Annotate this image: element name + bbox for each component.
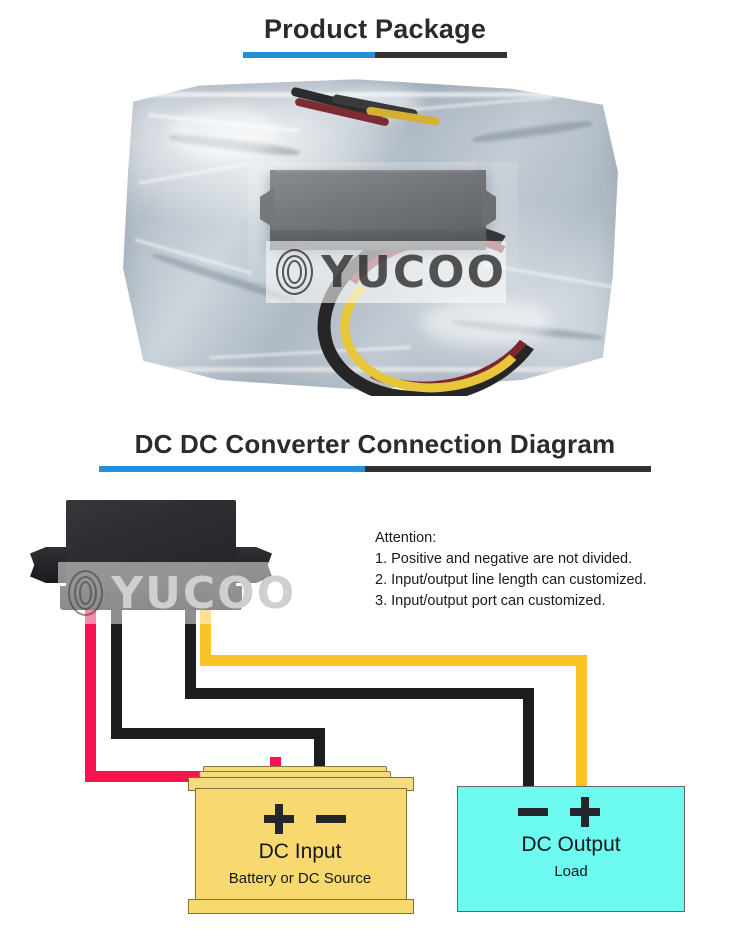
underline-dark-segment: [375, 52, 507, 58]
wire-input-negative-seg3: [314, 728, 325, 782]
attention-item-2: 2. Input/output line length can customiz…: [375, 572, 647, 588]
wire-output-positive-seg3: [576, 655, 587, 792]
heading-underline: [243, 52, 507, 58]
wire-input-negative-seg2: [111, 728, 325, 739]
wire-output-negative-seg2: [185, 688, 534, 699]
photo-converter-module: [260, 162, 496, 250]
wire-output-positive-seg1: [200, 596, 211, 659]
dc-output-title: DC Output: [521, 833, 621, 856]
battery-base-plate: [188, 899, 414, 914]
wire-output-positive-seg2: [200, 655, 587, 666]
converter-port-output-positive: [195, 592, 212, 608]
wire-output-negative-seg3: [523, 688, 534, 792]
dc-input-title: DC Input: [258, 840, 342, 863]
dc-input-positive-symbol: [264, 804, 294, 834]
mounting-flange-right: [230, 547, 272, 583]
diagram-underline-accent-segment: [99, 466, 365, 472]
underline-accent-segment: [243, 52, 375, 58]
dc-output-negative-symbol: [518, 808, 548, 816]
dc-input-negative-symbol: [316, 815, 346, 823]
wire-input-positive-horizontal: [85, 771, 281, 782]
battery-shell: [195, 788, 407, 903]
attention-item-1: 1. Positive and negative are not divided…: [375, 551, 633, 567]
dc-output-load: DC Output Load: [457, 786, 685, 912]
attention-heading: Attention:: [375, 530, 437, 546]
wire-input-positive-vertical: [85, 596, 96, 782]
attention-item-3: 3. Input/output port can customized.: [375, 593, 606, 609]
diagram-title: DC DC Converter Connection Diagram: [134, 429, 616, 459]
diagram-section-heading: DC DC Converter Connection Diagram: [0, 431, 750, 472]
wire-input-negative-seg1: [111, 596, 122, 739]
attention-note: Attention: 1. Positive and negative are …: [375, 528, 647, 612]
converter-module: [30, 500, 272, 612]
dc-output-subtitle: Load: [554, 863, 588, 880]
diagram-underline-dark-segment: [365, 466, 651, 472]
page-title: Product Package: [263, 14, 487, 44]
dc-input-subtitle: Battery or DC Source: [228, 870, 372, 887]
diagram-heading-underline: [99, 466, 651, 472]
converter-body: [66, 500, 236, 598]
dc-input-battery: DC Input Battery or DC Source: [188, 766, 416, 926]
converter-port-input-positive: [80, 592, 97, 608]
converter-port-input-negative: [106, 592, 123, 608]
dc-output-positive-symbol: [570, 797, 600, 827]
antistatic-bag: [123, 79, 618, 390]
package-section-heading: Product Package: [0, 16, 750, 58]
wire-output-negative-seg1: [185, 596, 196, 693]
